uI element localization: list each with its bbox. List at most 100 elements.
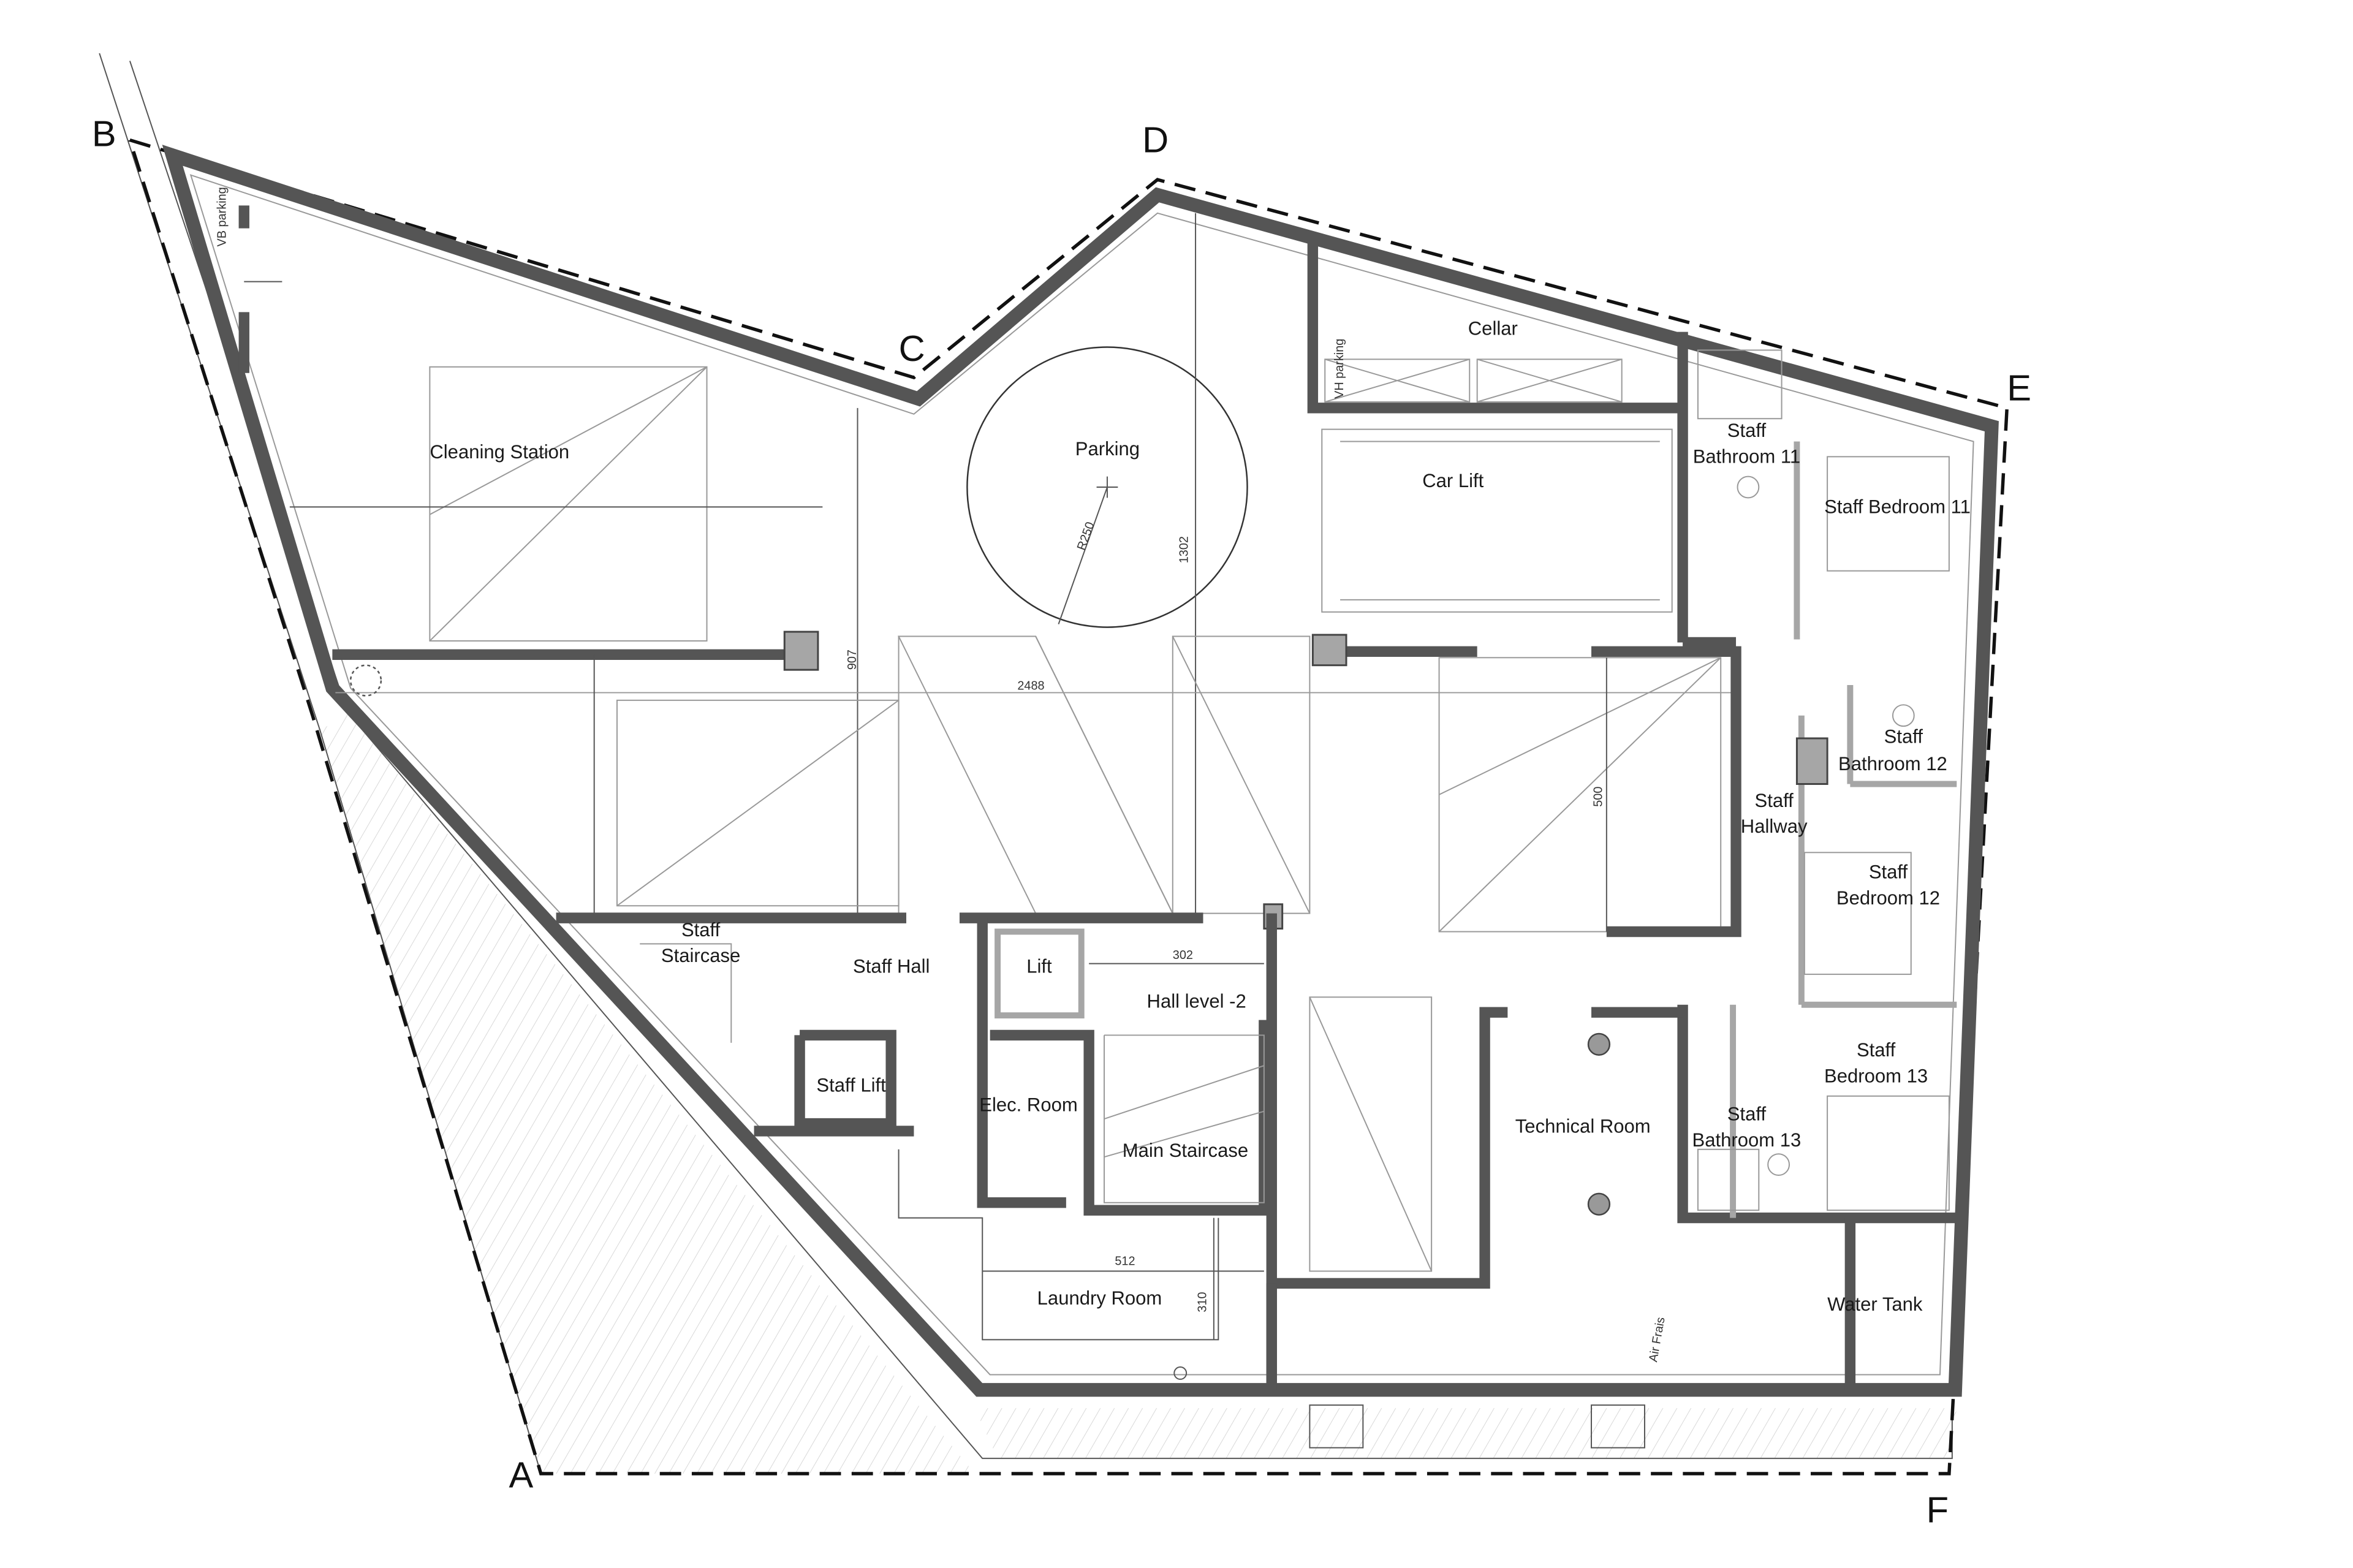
room-staff-bedroom-11: Staff Bedroom 11 — [1824, 496, 1971, 517]
wall — [977, 918, 1066, 1208]
vent-shaft — [1591, 1404, 1645, 1449]
car-lift-platform — [1321, 428, 1673, 613]
staff-lift-shaft — [794, 1029, 896, 1129]
room-staff-bedroom-12-line2: Bedroom 12 — [1836, 887, 1940, 909]
bay-diagonal — [429, 366, 708, 642]
wall — [1677, 1004, 1957, 1224]
annotation-air-frais: Air Frais — [1646, 1316, 1668, 1363]
room-staff-bathroom-12-line2: Bathroom 12 — [1838, 753, 1947, 775]
dimension-1302: 1302 — [1178, 536, 1191, 563]
parking-bay — [616, 699, 900, 907]
grid-point-e: E — [2007, 367, 2031, 408]
room-staff-hall: Staff Hall — [853, 956, 930, 977]
room-technical-room: Technical Room — [1515, 1115, 1651, 1137]
drain-icon — [349, 664, 382, 697]
room-car-lift: Car Lift — [1422, 470, 1483, 491]
grid-point-d: D — [1142, 119, 1169, 160]
dimension-r250: R250 — [1075, 520, 1097, 552]
dimension-310: 310 — [1195, 1292, 1209, 1312]
stair-outline — [640, 943, 732, 1043]
bay-line — [1172, 636, 1311, 914]
cellar-wall — [1307, 243, 1683, 414]
pillar — [783, 631, 819, 671]
drain-icon — [1173, 1366, 1188, 1380]
rack-cross — [1477, 358, 1622, 403]
outer-strip-line — [99, 53, 542, 1474]
parking-bay — [1172, 635, 1311, 914]
vent-shaft — [1309, 1404, 1364, 1449]
dimension-2488: 2488 — [1017, 679, 1044, 692]
room-parking: Parking — [1075, 438, 1140, 460]
bay-line — [1309, 996, 1433, 1271]
parking-turning-circle — [966, 346, 1248, 628]
shower — [1697, 1148, 1760, 1211]
room-staff-bathroom-12-line1: Staff — [1884, 725, 1923, 747]
grid-point-a: A — [509, 1454, 534, 1495]
dimension-500: 500 — [1591, 787, 1605, 807]
bed — [1827, 1095, 1950, 1211]
column-icon — [1587, 1032, 1611, 1056]
room-staff-hallway-line2: Hallway — [1741, 816, 1808, 837]
outer-wall-lining — [189, 174, 1974, 1376]
annotation-vb-parking: VB parking — [215, 187, 229, 246]
rack-cross — [1324, 358, 1470, 403]
room-lift: Lift — [1026, 956, 1052, 977]
room-staff-staircase-line2: Staircase — [661, 945, 740, 966]
annotation-vh-parking: VH parking — [1333, 339, 1346, 399]
wall — [1271, 1007, 1508, 1289]
radius-line — [1058, 487, 1108, 624]
room-hall-level-2: Hall level -2 — [1147, 991, 1246, 1012]
cleaning-bay — [429, 366, 708, 642]
parking-bay — [897, 635, 1174, 914]
room-staff-bathroom-11-line1: Staff — [1727, 420, 1767, 441]
toilet-icon — [1892, 704, 1915, 727]
room-staff-bedroom-12-line1: Staff — [1869, 862, 1908, 883]
hatched-ground-bottom — [974, 1408, 1957, 1459]
dimension-302: 302 — [1173, 949, 1193, 962]
wine-rack — [1324, 358, 1471, 403]
room-elec-room: Elec. Room — [979, 1094, 1077, 1116]
dimension-512: 512 — [1115, 1255, 1135, 1268]
pillar — [1795, 737, 1828, 785]
bay-line — [1438, 657, 1721, 933]
shower — [1697, 349, 1783, 420]
parking-bay — [1438, 657, 1722, 933]
outer-wall — [162, 145, 1999, 1397]
parking-bay — [1309, 996, 1433, 1272]
wall — [1591, 646, 1741, 937]
bay-line — [616, 700, 900, 907]
wine-rack — [1476, 358, 1623, 403]
lift-shaft — [995, 928, 1085, 1019]
grid-point-f: F — [1927, 1489, 1949, 1530]
room-staff-bathroom-13-line2: Bathroom 13 — [1692, 1129, 1802, 1151]
bay-diagonal — [429, 366, 708, 515]
toilet-icon — [1767, 1153, 1790, 1176]
column-icon — [1587, 1192, 1611, 1216]
grid-point-c: C — [899, 328, 925, 369]
bed — [1827, 456, 1950, 572]
hatched-ground — [320, 712, 975, 1474]
room-staff-bathroom-13-line1: Staff — [1727, 1104, 1767, 1125]
bay-line — [1439, 657, 1721, 795]
room-staff-hallway-line1: Staff — [1755, 790, 1794, 811]
pillar — [1311, 634, 1347, 667]
room-laundry-room: Laundry Room — [1037, 1287, 1162, 1309]
room-cellar: Cellar — [1468, 318, 1518, 339]
room-staff-bedroom-13-line2: Bedroom 13 — [1824, 1065, 1928, 1086]
stair-tread — [1104, 1065, 1265, 1120]
room-staff-lift: Staff Lift — [816, 1074, 886, 1096]
room-staff-bedroom-13-line1: Staff — [1857, 1039, 1896, 1061]
grid-point-b: B — [92, 113, 116, 154]
stair-tread — [1104, 1110, 1265, 1158]
room-water-tank: Water Tank — [1827, 1293, 1923, 1315]
dimension-907: 907 — [846, 650, 859, 670]
stair-outline — [1103, 1034, 1265, 1203]
toilet-icon — [1737, 475, 1760, 499]
room-staff-bathroom-11-line2: Bathroom 11 — [1693, 445, 1800, 467]
room-main-staircase: Main Staircase — [1123, 1140, 1248, 1161]
room-staff-staircase-line1: Staff — [681, 919, 721, 941]
room-cleaning-station: Cleaning Station — [430, 441, 569, 463]
bed — [1803, 852, 1912, 975]
bay-line — [1035, 636, 1173, 914]
